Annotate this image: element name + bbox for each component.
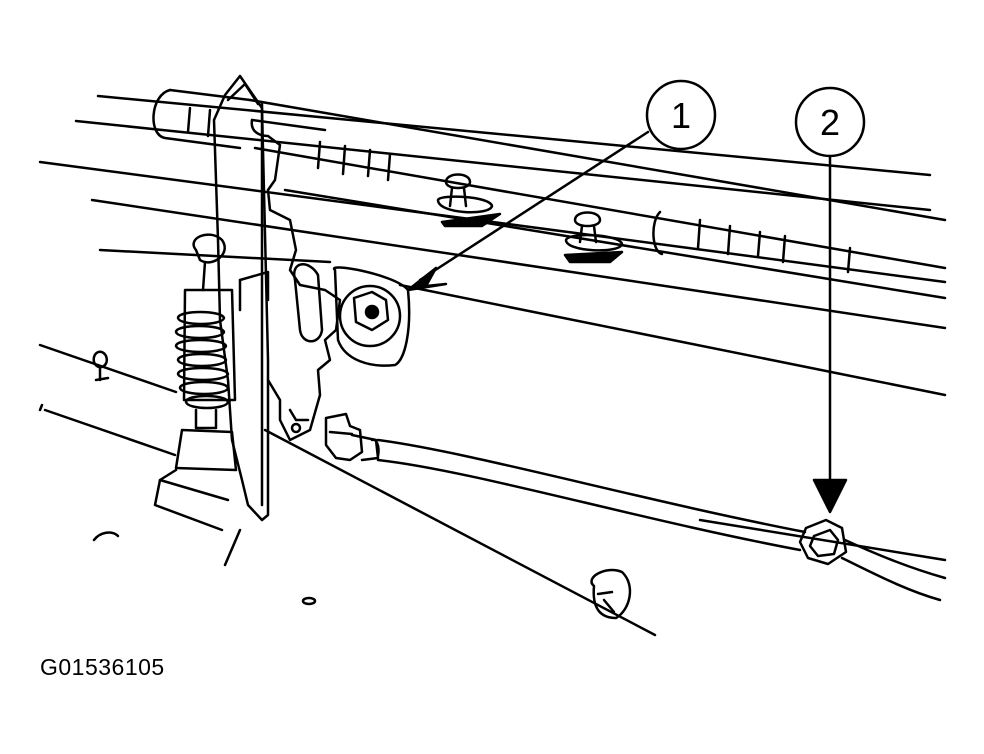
push-pin-clip — [563, 211, 624, 264]
panel-frame-lines — [38, 94, 947, 637]
cable-end-fitting — [324, 412, 380, 462]
misc-marks — [92, 531, 317, 606]
latch-mounting-bolt — [332, 266, 411, 367]
callout-2-label: 2 — [820, 102, 840, 143]
latch-release-lever — [238, 118, 342, 442]
cable-retaining-nut — [798, 518, 848, 566]
fastener-lower — [590, 568, 632, 620]
release-cable — [376, 438, 947, 602]
callout-1-label: 1 — [671, 95, 691, 136]
callout-2: 2 — [794, 86, 866, 514]
latch-spring — [153, 233, 238, 532]
push-pin-clip — [436, 173, 502, 228]
figure-id: G01536105 — [40, 654, 165, 680]
fastener-left — [92, 350, 110, 382]
callout-1: 1 — [406, 79, 717, 292]
latch-plate — [212, 74, 270, 522]
